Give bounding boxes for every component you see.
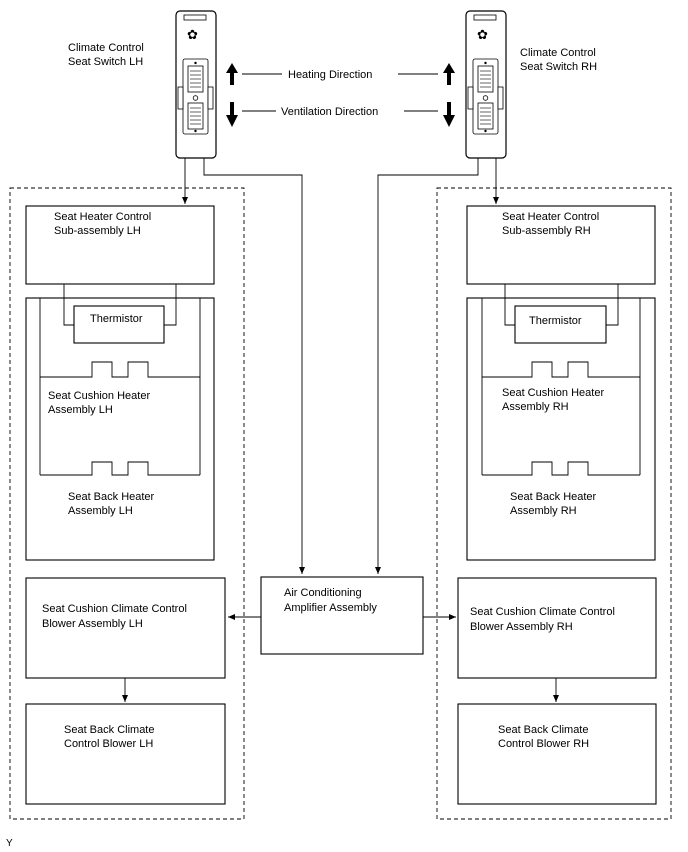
back-heater-lh-element bbox=[40, 461, 200, 476]
cushion-heater-rh-label-2: Assembly RH bbox=[502, 401, 569, 413]
thermistor-lh-left-lead bbox=[63, 284, 74, 326]
back-heater-rh-label-1: Seat Back Heater bbox=[510, 491, 597, 503]
heating-arrow-lh-icon bbox=[226, 63, 238, 85]
switch-rh-label-2: Seat Switch RH bbox=[520, 61, 597, 73]
heater-control-rh-box bbox=[466, 205, 656, 285]
cushion-blower-rh-box bbox=[457, 577, 657, 679]
back-heater-rh-label-2: Assembly RH bbox=[510, 505, 577, 517]
heater-control-rh-label-1: Seat Heater Control bbox=[502, 211, 599, 223]
thermistor-rh-left-lead bbox=[504, 284, 515, 326]
switch-lh-label-1: Climate Control bbox=[68, 42, 144, 54]
amplifier-box bbox=[260, 576, 424, 655]
corner-mark: Y bbox=[6, 838, 13, 849]
back-blower-lh-label-2: Control Blower LH bbox=[64, 738, 153, 750]
rh-group-outline bbox=[436, 187, 672, 820]
back-blower-rh-label-2: Control Blower RH bbox=[498, 738, 589, 750]
back-heater-lh-label-2: Assembly LH bbox=[68, 505, 133, 517]
ventilation-direction-label: Ventilation Direction bbox=[281, 106, 378, 118]
amplifier-label-1: Air Conditioning bbox=[284, 587, 362, 599]
back-blower-lh-label-1: Seat Back Climate bbox=[64, 724, 154, 736]
cushion-heater-lh-label-2: Assembly LH bbox=[48, 404, 113, 416]
cushion-blower-rh-label-2: Blower Assembly RH bbox=[470, 621, 573, 633]
switch-rh-icon: ✿ bbox=[465, 10, 507, 159]
cushion-heater-lh-element bbox=[40, 361, 200, 378]
back-heater-rh-element bbox=[482, 461, 640, 476]
cushion-blower-rh-label-1: Seat Cushion Climate Control bbox=[470, 606, 615, 618]
switch-lh-to-amplifier-wire bbox=[203, 158, 305, 574]
cushion-heater-rh-label-1: Seat Cushion Heater bbox=[502, 387, 604, 399]
heater-control-lh-label-1: Seat Heater Control bbox=[54, 211, 151, 223]
switch-rh-to-amplifier-wire bbox=[375, 158, 479, 574]
back-blower-rh-box bbox=[457, 703, 657, 805]
thermistor-rh-label: Thermistor bbox=[529, 315, 582, 327]
cushion-blower-lh-box bbox=[25, 577, 226, 679]
cushion-blower-lh-label-1: Seat Cushion Climate Control bbox=[42, 603, 187, 615]
heating-direction-label: Heating Direction bbox=[288, 69, 372, 81]
ventilation-arrow-rh-icon bbox=[443, 102, 455, 127]
thermistor-lh-box bbox=[73, 305, 165, 344]
thermistor-lh-label: Thermistor bbox=[90, 313, 143, 325]
cushion-heater-lh-label-1: Seat Cushion Heater bbox=[48, 390, 150, 402]
switch-lh-label-2: Seat Switch LH bbox=[68, 56, 143, 68]
cushion-blower-lh-label-2: Blower Assembly LH bbox=[42, 618, 143, 630]
thermistor-rh-box bbox=[514, 305, 607, 344]
lh-group-outline bbox=[9, 187, 245, 820]
cushion-heater-rh-element bbox=[482, 361, 640, 378]
thermistor-rh-right-lead bbox=[606, 284, 619, 326]
ventilation-arrow-lh-icon bbox=[226, 102, 238, 127]
back-blower-lh-box bbox=[25, 703, 226, 805]
svg-text:✿: ✿ bbox=[477, 27, 488, 42]
heating-arrow-rh-icon bbox=[443, 63, 455, 85]
switch-rh-label-1: Climate Control bbox=[520, 47, 596, 59]
heater-control-lh-label-2: Sub-assembly LH bbox=[54, 225, 141, 237]
back-blower-rh-label-1: Seat Back Climate bbox=[498, 724, 588, 736]
heater-control-rh-label-2: Sub-assembly RH bbox=[502, 225, 591, 237]
amplifier-label-2: Amplifier Assembly bbox=[284, 602, 377, 614]
back-heater-lh-label-1: Seat Back Heater bbox=[68, 491, 155, 503]
svg-text:✿: ✿ bbox=[187, 27, 198, 42]
thermistor-lh-right-lead bbox=[164, 284, 177, 326]
heater-control-lh-box bbox=[25, 205, 215, 285]
switch-lh-icon: ✿ bbox=[175, 10, 217, 159]
